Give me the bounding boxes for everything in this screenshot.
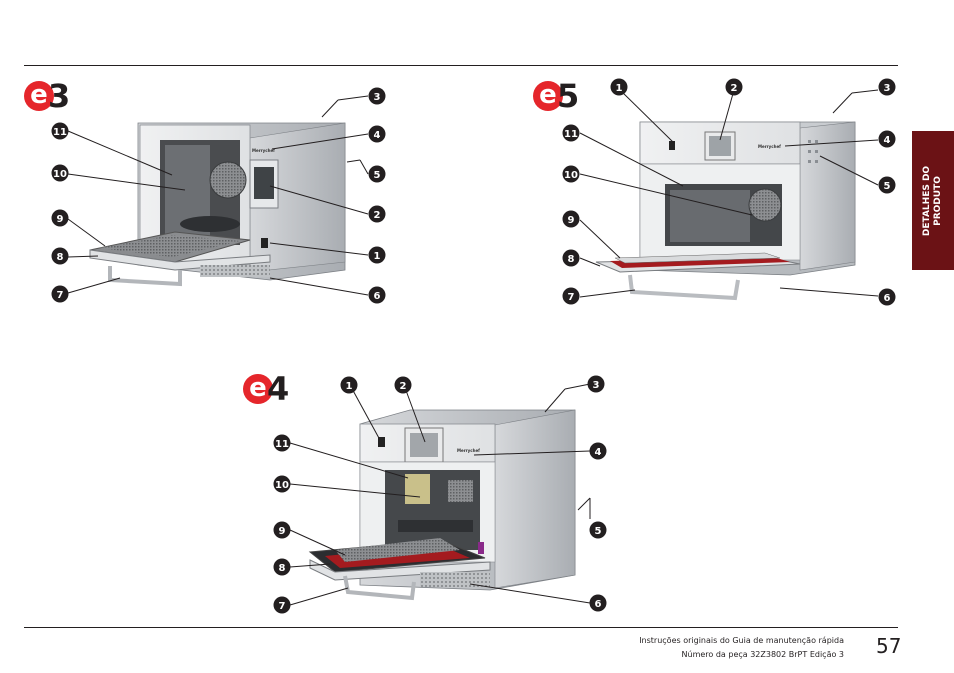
- svg-text:5: 5: [374, 170, 381, 181]
- svg-text:9: 9: [568, 215, 575, 226]
- svg-text:5: 5: [884, 181, 891, 192]
- callout-11: 11: [273, 434, 291, 452]
- callout-9: 9: [273, 521, 291, 539]
- callout-10: 10: [562, 165, 580, 183]
- callout-10: 10: [51, 164, 69, 182]
- oven-e3: Merrychef: [89, 122, 346, 287]
- callout-7: 7: [562, 287, 580, 305]
- svg-text:11: 11: [53, 127, 67, 138]
- callouts-e4: 1 2 3 4 5 6 11 10 9 8 7: [273, 375, 607, 614]
- svg-text:6: 6: [595, 599, 602, 610]
- svg-text:7: 7: [57, 290, 64, 301]
- callouts-e5: 1 2 3 4 5 6 11 10 9 8 7: [562, 78, 896, 306]
- callout-1: 1: [368, 246, 386, 264]
- page-number: 57: [876, 634, 902, 658]
- svg-text:5: 5: [595, 526, 602, 537]
- model-logo-e4: e 4: [243, 373, 289, 405]
- callout-2: 2: [725, 78, 743, 96]
- callout-4: 4: [589, 442, 607, 460]
- top-rule: [24, 65, 898, 66]
- svg-text:10: 10: [275, 480, 289, 491]
- svg-text:11: 11: [275, 439, 289, 450]
- svg-text:3: 3: [884, 83, 891, 94]
- callout-10: 10: [273, 475, 291, 493]
- svg-text:6: 6: [884, 293, 891, 304]
- leader-lines: [67, 89, 879, 606]
- callout-5: 5: [589, 521, 607, 539]
- callout-5: 5: [878, 176, 896, 194]
- oven-e5: Merrychef: [595, 121, 856, 301]
- svg-text:10: 10: [564, 170, 578, 181]
- callout-11: 11: [562, 124, 580, 142]
- callout-6: 6: [368, 286, 386, 304]
- svg-text:6: 6: [374, 291, 381, 302]
- callout-2: 2: [368, 205, 386, 223]
- svg-text:Merrychef: Merrychef: [252, 148, 275, 153]
- svg-text:2: 2: [374, 210, 381, 221]
- callout-9: 9: [51, 209, 69, 227]
- callout-5: 5: [368, 165, 386, 183]
- callout-6: 6: [589, 594, 607, 612]
- callout-8: 8: [562, 249, 580, 267]
- svg-text:1: 1: [374, 251, 381, 262]
- svg-text:Merrychef: Merrychef: [758, 144, 781, 149]
- svg-text:7: 7: [568, 292, 575, 303]
- callout-7: 7: [273, 596, 291, 614]
- callout-8: 8: [273, 558, 291, 576]
- svg-text:3: 3: [374, 92, 381, 103]
- callout-9: 9: [562, 210, 580, 228]
- svg-text:1: 1: [616, 83, 623, 94]
- svg-text:8: 8: [568, 254, 575, 265]
- svg-text:2: 2: [731, 83, 738, 94]
- callout-7: 7: [51, 285, 69, 303]
- svg-text:4: 4: [595, 447, 602, 458]
- callout-1: 1: [610, 78, 628, 96]
- svg-text:8: 8: [279, 563, 286, 574]
- callout-3: 3: [878, 78, 896, 96]
- callout-8: 8: [51, 247, 69, 265]
- callout-3: 3: [587, 375, 605, 393]
- section-side-tab[interactable]: DETALHES DO PRODUTO: [912, 131, 954, 270]
- svg-text:11: 11: [564, 129, 578, 140]
- svg-text:3: 3: [593, 380, 600, 391]
- svg-text:4: 4: [374, 130, 381, 141]
- svg-text:9: 9: [57, 214, 64, 225]
- svg-text:10: 10: [53, 169, 67, 180]
- oven-e4: Merrychef: [308, 409, 576, 601]
- model-logo-e3: e 3: [24, 80, 70, 112]
- bottom-rule: [24, 627, 898, 628]
- svg-text:9: 9: [279, 526, 286, 537]
- model-logo-e5: e 5: [533, 80, 579, 112]
- svg-text:7: 7: [279, 601, 286, 612]
- callout-3: 3: [368, 87, 386, 105]
- callouts-e3: 3 4 5 2 1 6 11 10 9 8 7: [51, 87, 386, 304]
- svg-text:1: 1: [346, 381, 353, 392]
- svg-text:4: 4: [884, 135, 891, 146]
- svg-text:8: 8: [57, 252, 64, 263]
- callout-2: 2: [394, 376, 412, 394]
- footer-line-1: Instruções originais do Guia de manutenç…: [639, 636, 844, 645]
- callout-4: 4: [368, 125, 386, 143]
- svg-text:Merrychef: Merrychef: [457, 448, 480, 453]
- footer-line-2: Número da peça 32Z3802 BrPT Edição 3: [681, 650, 844, 659]
- callout-6: 6: [878, 288, 896, 306]
- callout-1: 1: [340, 376, 358, 394]
- callout-11: 11: [51, 122, 69, 140]
- callout-4: 4: [878, 130, 896, 148]
- svg-text:2: 2: [400, 381, 407, 392]
